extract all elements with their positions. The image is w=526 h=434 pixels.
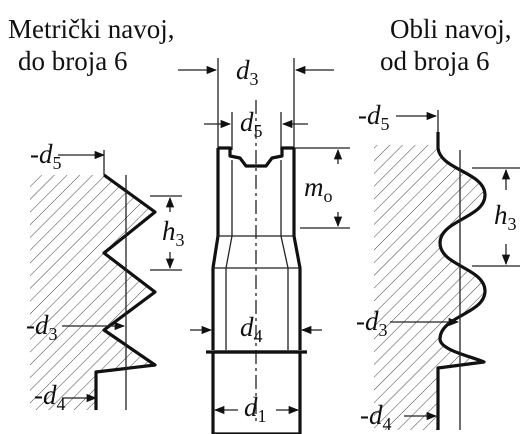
right-title-line1: Obli navoj, [390, 14, 512, 44]
round-thread-outline [436, 132, 487, 430]
metric-hatched-body [30, 175, 155, 410]
left-d4-label: -d4 [34, 380, 66, 414]
center-d3-label: d3 [236, 55, 259, 89]
right-d5-label: -d5 [358, 100, 390, 134]
metric-thread-outline [94, 173, 157, 410]
center-mo-label: mo [304, 172, 333, 206]
left-d5-label: -d5 [30, 139, 62, 173]
left-title-line2: do broja 6 [18, 46, 127, 76]
right-title-line2: od broja 6 [380, 46, 489, 76]
center-upper-outline [211, 148, 220, 350]
center-d4-label: d4 [240, 312, 263, 346]
right-h3-label: h3 [494, 200, 517, 234]
metric-thread-profile [30, 150, 182, 410]
center-top-notch [218, 146, 294, 168]
round-thread-profile [374, 110, 520, 430]
center-section [178, 58, 350, 434]
center-d5-label: d5 [240, 107, 263, 141]
round-hatched-body [374, 145, 485, 430]
left-h3-label: h3 [162, 216, 185, 250]
left-d3-label: -d3 [26, 310, 58, 344]
left-title-line1: Metrički navoj, [8, 14, 174, 44]
center-upper-outline-right [292, 148, 302, 350]
center-d1-label: d1 [244, 392, 267, 426]
